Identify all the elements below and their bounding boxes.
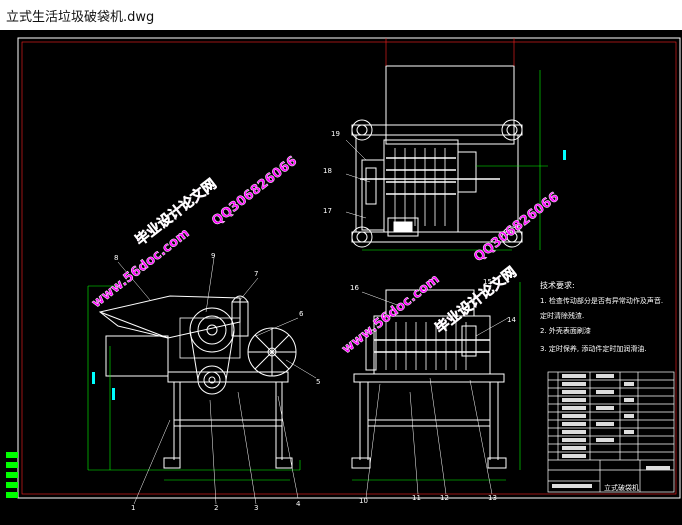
drawing-canvas[interactable]: 立式破袋机 8 9 7 6 5 1 2 3 4 19 18 17 15 16 1… (0, 30, 682, 525)
tech-note-item: 3. 定时保养, 添动件定时加润滑油. (540, 344, 647, 353)
window-title: 立式生活垃圾破袋机.dwg (6, 10, 155, 25)
part-label: 19 (331, 130, 340, 138)
watermark-right: www.56doc.com 毕业设计论文网 QQ306826066 (339, 189, 562, 357)
part-labels: 8 9 7 6 5 1 2 3 4 19 18 17 15 16 14 10 1… (114, 130, 516, 512)
watermark-left: www.56doc.com 毕业设计论文网 QQ306826066 (89, 153, 300, 311)
tech-note-item: 2. 外壳表面刷漆 (540, 326, 591, 335)
tech-note-item: 定时清除残渣. (540, 311, 584, 320)
part-label: 14 (507, 316, 516, 324)
tech-note-item: 1. 检查传动部分是否有异常动作及声音. (540, 296, 663, 305)
part-label: 8 (114, 254, 118, 262)
part-label: 18 (323, 167, 332, 175)
watermark-qq: QQ306826066 (471, 190, 562, 266)
part-label: 12 (440, 494, 449, 502)
side-view (345, 139, 521, 499)
part-label: 15 (483, 278, 492, 286)
part-label: 10 (359, 497, 368, 505)
title-block-fills (552, 374, 670, 488)
part-label: 13 (488, 494, 497, 502)
top-view (351, 38, 566, 251)
part-label: 6 (299, 310, 304, 318)
part-label: 17 (323, 207, 332, 215)
part-label: 2 (214, 504, 218, 512)
layer-bar (6, 452, 18, 498)
part-label: 4 (296, 500, 301, 508)
part-label: 11 (412, 494, 421, 502)
title-block-name: 立式破袋机 (604, 483, 639, 492)
window-titlebar: 立式生活垃圾破袋机.dwg (0, 0, 682, 30)
part-label: 7 (254, 270, 258, 278)
tech-notes: 技术要求: 1. 检查传动部分是否有异常动作及声音. 定时清除残渣. 2. 外壳… (540, 280, 663, 353)
part-label: 9 (211, 252, 215, 260)
drawing-frame (17, 37, 681, 499)
part-label: 16 (350, 284, 359, 292)
watermark-qq: QQ306826066 (209, 154, 300, 230)
cad-drawing: 立式破袋机 8 9 7 6 5 1 2 3 4 19 18 17 15 16 1… (6, 37, 681, 512)
part-label: 1 (131, 504, 135, 512)
front-view (87, 257, 317, 505)
title-block (547, 371, 675, 493)
part-label: 3 (254, 504, 258, 512)
part-label: 5 (316, 378, 320, 386)
inner-frame (21, 41, 677, 495)
tech-notes-title: 技术要求: (540, 280, 575, 290)
